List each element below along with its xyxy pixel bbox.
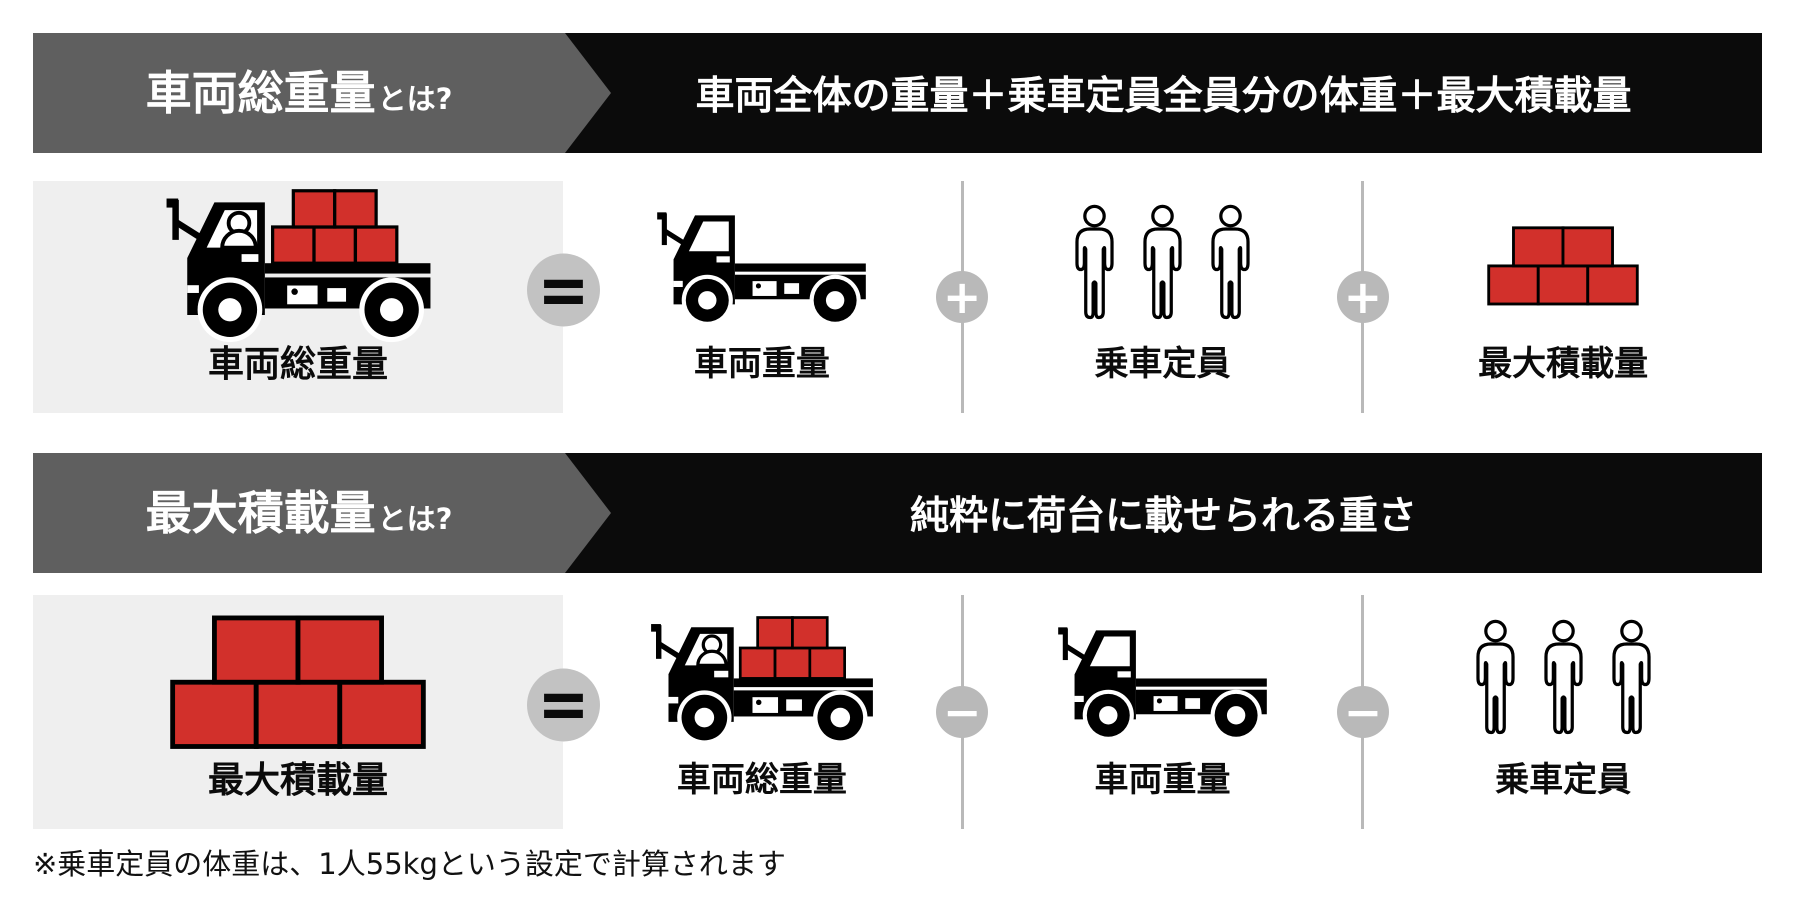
section1-term-suffix: とは? — [377, 82, 453, 116]
person-icon — [1143, 204, 1182, 320]
section1-term-passengers: 乗車定員 — [964, 181, 1362, 413]
truck-icon — [649, 200, 874, 329]
equals-icon: = — [527, 668, 600, 742]
divider: − — [1336, 595, 1389, 829]
section2-definition-text: 純粋に荷台に載せられる重さ — [909, 494, 1417, 539]
section1-term-banner: 車両総重量 とは? — [33, 33, 611, 153]
equals-icon: = — [527, 253, 600, 327]
passengers-icon — [1466, 619, 1661, 739]
divider: + — [1336, 181, 1389, 413]
section2-term-suffix: とは? — [377, 502, 453, 536]
cargo-blocks-icon — [163, 605, 433, 753]
section1-header: 車両総重量 とは? 車両全体の重量＋乗車定員全員分の体重＋最大積載量 — [33, 33, 1762, 153]
loaded-truck-icon — [156, 183, 441, 346]
person-icon — [1075, 204, 1114, 320]
section2-header: 最大積載量 とは? 純粋に荷台に載せられる重さ — [33, 453, 1762, 573]
minus-icon: − — [1336, 686, 1389, 738]
passengers-icon — [1065, 204, 1260, 324]
section1-term-max-load: 最大積載量 — [1364, 181, 1762, 413]
section2-equation-row: 最大積載量 = 車両総重量 − — [33, 595, 1762, 829]
section1-equation-row: 車両総重量 = 車両重量 + — [33, 181, 1762, 413]
person-icon — [1612, 619, 1651, 735]
person-icon — [1476, 619, 1515, 735]
person-icon — [1544, 619, 1583, 735]
person-icon — [1211, 204, 1250, 320]
section1-term-title: 車両総重量 — [145, 66, 376, 120]
section2-result-label: 最大積載量 — [207, 760, 388, 801]
minus-icon: − — [936, 686, 989, 738]
section1-result-label: 車両総重量 — [207, 344, 388, 385]
section1-term-vehicle-weight: 車両重量 — [563, 181, 961, 413]
footnote: ※乗車定員の体重は、1人55kgという設定で計算されます — [33, 847, 786, 881]
divider: − — [936, 595, 989, 829]
section2-term-title: 最大積載量 — [145, 486, 376, 540]
section2-term-banner: 最大積載量 とは? — [33, 453, 611, 573]
section2-result-panel: 最大積載量 — [33, 595, 563, 829]
section2-term-vehicle-weight: 車両重量 — [964, 595, 1362, 829]
section1-result-panel: 車両総重量 — [33, 181, 563, 413]
divider: + — [936, 181, 989, 413]
plus-icon: + — [936, 271, 989, 323]
truck-icon — [1050, 615, 1275, 744]
section2-term-passengers: 乗車定員 — [1364, 595, 1762, 829]
section1-definition-text: 車両全体の重量＋乗車定員全員分の体重＋最大積載量 — [695, 74, 1632, 119]
section2-term-gross-weight: 車両総重量 — [563, 595, 961, 829]
cargo-blocks-icon — [1487, 226, 1639, 306]
loaded-truck-icon — [642, 611, 882, 748]
section2-definition-banner: 純粋に荷台に載せられる重さ — [565, 453, 1762, 573]
plus-icon: + — [1336, 271, 1389, 323]
section1-definition-banner: 車両全体の重量＋乗車定員全員分の体重＋最大積載量 — [565, 33, 1762, 153]
